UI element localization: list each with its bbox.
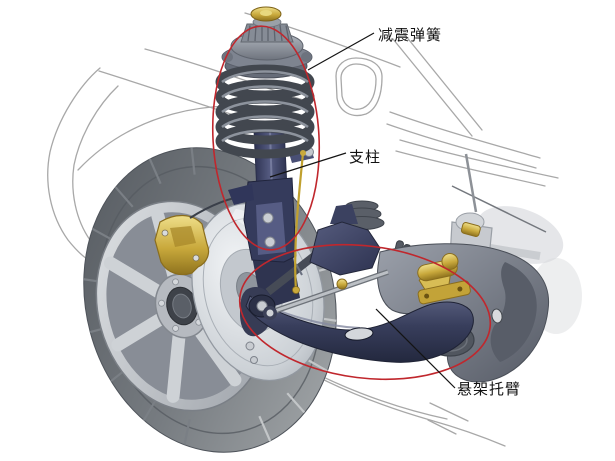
spring-coil [215,123,315,159]
stabilizer-link-end-2 [292,286,300,294]
spring-coil [215,109,315,145]
mount-tab [330,204,358,224]
arm-bushing-bolt [256,300,268,312]
arm-bolt-lower-2 [250,356,258,364]
label-strut: 支柱 [349,149,381,166]
door-line-4 [395,150,546,187]
caliper-bolt-2 [192,254,200,262]
a-pillar-line-2 [404,34,483,131]
tie-rod-nut [266,309,274,317]
strut-side-arm [228,184,254,205]
caliper-shadow-face [170,226,196,247]
clamp-base-bolt-2 [457,286,463,292]
steering-column-shaft [451,185,547,233]
strut-bolt-2 [264,236,276,248]
rack-gold-clip [460,222,481,237]
subframe-hole [491,308,503,324]
center-cap-badge [172,293,192,319]
clamp-base [417,280,471,305]
label-suspension-arm: 悬架托臂 [457,381,521,398]
leader-line-arm [375,308,456,389]
brake-caliper [154,214,210,276]
tie-rod-shaft [271,270,389,314]
mirror-outline [335,57,383,117]
spring-coils [215,64,315,159]
annotation-circle-spring [211,25,321,251]
mount-ear-2 [301,52,311,62]
disc-vent-ring [202,217,314,367]
control-arm [245,294,474,364]
tie-rod [263,269,389,320]
clamp-base-bolt [424,293,430,299]
gold-clamp [417,252,471,305]
annotation-ellipse-arm [238,243,492,381]
fender-arc-outer [47,67,101,263]
subframe-flange [490,262,537,362]
leader-line-strut [269,152,347,178]
rack-tube [489,244,541,260]
caliper-bolt [161,229,169,237]
rack-input-shaft [464,153,478,213]
top-nut-center [260,10,272,16]
door-line-1 [389,111,541,159]
mount-body [309,221,381,276]
mirror-inner-line [340,63,377,110]
axle-clamp-tick-2 [295,263,303,276]
sill-line-4 [427,419,457,435]
stabilizer-link-end [300,150,306,156]
sill-line-3 [429,402,469,422]
coil-spring-and-mount [215,6,315,159]
a-pillar-line [392,38,473,137]
tie-rod-clamp [336,278,348,290]
strut-body [228,127,314,263]
clamp-knob [441,252,459,270]
spring-coil-highlights [221,70,309,143]
door-line-3 [399,139,559,179]
arm-oval-hole [344,327,374,341]
engine-mount-bracket [309,204,381,276]
annotations: 减震弹簧 支柱 悬架托臂 [211,25,521,398]
label-shock-spring: 减震弹簧 [378,27,442,44]
leader-line-spring [307,32,375,71]
arm-bolt-lower [245,341,255,351]
strut-bolt [262,212,274,224]
door-line-2 [386,123,537,169]
control-arm-body [245,295,474,363]
